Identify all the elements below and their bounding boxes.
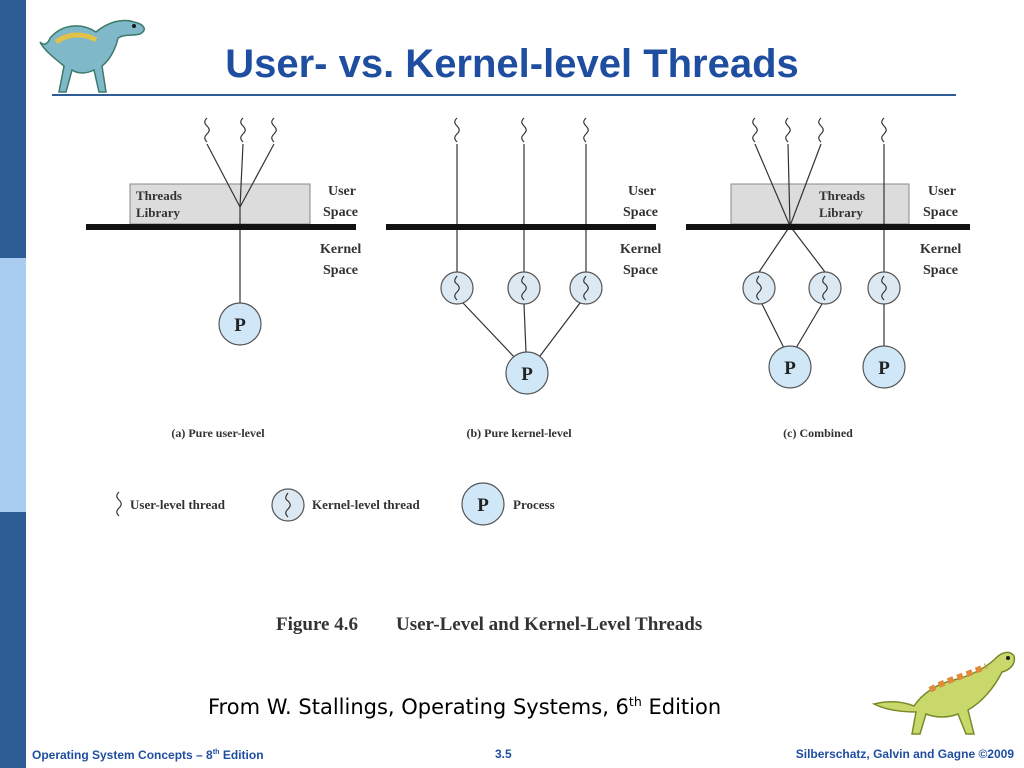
kernel-space-label: Space bbox=[623, 263, 658, 278]
process-letter: P bbox=[234, 315, 246, 336]
title-underline bbox=[52, 94, 956, 96]
source-credit: From W. Stallings, Operating Systems, 6t… bbox=[208, 694, 721, 719]
kernel-thread-icon bbox=[507, 271, 541, 305]
process-node bbox=[768, 345, 812, 389]
kernel-thread-icon bbox=[271, 488, 305, 522]
footer-page-number: 3.5 bbox=[495, 747, 512, 761]
user-thread-icon bbox=[818, 117, 824, 143]
user-thread-icon bbox=[583, 117, 589, 143]
panel-pure-user-level: Threads Library User Space Kernel Space … bbox=[86, 117, 361, 440]
dinosaur-logo-top bbox=[39, 19, 145, 93]
panel-combined: Threads Library User Space Kernel Space … bbox=[686, 117, 970, 440]
user-space-label: User bbox=[628, 184, 656, 199]
process-letter: P bbox=[477, 495, 489, 516]
footer-book-title: Operating System Concepts – 8th Edition bbox=[32, 747, 264, 762]
process-letter: P bbox=[784, 358, 796, 379]
threads-library-label: Library bbox=[819, 205, 864, 220]
sidebar-middle bbox=[0, 258, 26, 512]
process-node bbox=[461, 482, 505, 526]
process-node bbox=[505, 351, 549, 395]
figure-title: User-Level and Kernel-Level Threads bbox=[396, 614, 702, 635]
user-space-label: Space bbox=[923, 205, 958, 220]
kernel-space-label: Kernel bbox=[320, 242, 361, 257]
kernel-thread-icon bbox=[867, 271, 901, 305]
caption-b: (b) Pure kernel-level bbox=[466, 426, 572, 440]
threads-library-box bbox=[730, 183, 910, 225]
credit-text: From W. Stallings, Operating Systems, 6 bbox=[208, 695, 629, 719]
user-thread-icon bbox=[116, 491, 122, 517]
footer-title-superscript: th bbox=[212, 747, 220, 756]
user-thread-icon bbox=[240, 117, 246, 143]
kernel-space-label: Kernel bbox=[620, 242, 661, 257]
user-thread-icon bbox=[521, 117, 527, 143]
user-space-label: Space bbox=[623, 205, 658, 220]
kernel-space-label: Kernel bbox=[920, 242, 961, 257]
caption-c: (c) Combined bbox=[783, 426, 853, 440]
user-thread-icon bbox=[271, 117, 277, 143]
user-thread-icon bbox=[204, 117, 210, 143]
user-space-label: User bbox=[328, 184, 356, 199]
threads-diagram: Threads Library User Space Kernel Space … bbox=[86, 117, 970, 635]
threads-library-label: Threads bbox=[136, 188, 182, 203]
process-node bbox=[862, 345, 906, 389]
caption-a: (a) Pure user-level bbox=[171, 426, 265, 440]
process-letter: P bbox=[878, 358, 890, 379]
figure-number: Figure 4.6 bbox=[276, 614, 358, 635]
credit-superscript: th bbox=[628, 694, 642, 709]
kernel-space-label: Space bbox=[923, 263, 958, 278]
user-thread-icon bbox=[454, 117, 460, 143]
sidebar-bottom bbox=[0, 512, 26, 768]
threads-library-box bbox=[129, 183, 311, 225]
legend: User-level thread Kernel-level thread P … bbox=[116, 482, 555, 526]
user-space-label: Space bbox=[323, 205, 358, 220]
sidebar-top bbox=[0, 0, 26, 258]
legend-user-thread-label: User-level thread bbox=[130, 497, 226, 512]
slide-title: User- vs. Kernel-level Threads bbox=[225, 42, 799, 86]
footer-title-tail: Edition bbox=[219, 748, 264, 762]
kernel-thread-icon bbox=[569, 271, 603, 305]
process-letter: P bbox=[521, 364, 533, 385]
panel-pure-kernel-level: User Space Kernel Space P (b) Pure kerne… bbox=[386, 117, 661, 440]
user-space-label: User bbox=[928, 184, 956, 199]
user-thread-icon bbox=[752, 117, 758, 143]
footer-title-text: Operating System Concepts – 8 bbox=[32, 748, 213, 762]
kernel-thread-icon bbox=[742, 271, 776, 305]
kernel-thread-icon bbox=[808, 271, 842, 305]
footer-authors: Silberschatz, Galvin and Gagne ©2009 bbox=[795, 747, 1014, 761]
user-thread-icon bbox=[785, 117, 791, 143]
threads-library-label: Threads bbox=[819, 188, 865, 203]
dinosaur-logo-bottom bbox=[871, 651, 1016, 735]
legend-kernel-thread-label: Kernel-level thread bbox=[312, 497, 420, 512]
credit-tail: Edition bbox=[641, 695, 722, 719]
process-node bbox=[218, 302, 262, 346]
kernel-space-label: Space bbox=[323, 263, 358, 278]
kernel-thread-icon bbox=[440, 271, 474, 305]
user-thread-icon bbox=[881, 117, 887, 143]
threads-library-label: Library bbox=[136, 205, 181, 220]
legend-process-label: Process bbox=[513, 497, 555, 512]
